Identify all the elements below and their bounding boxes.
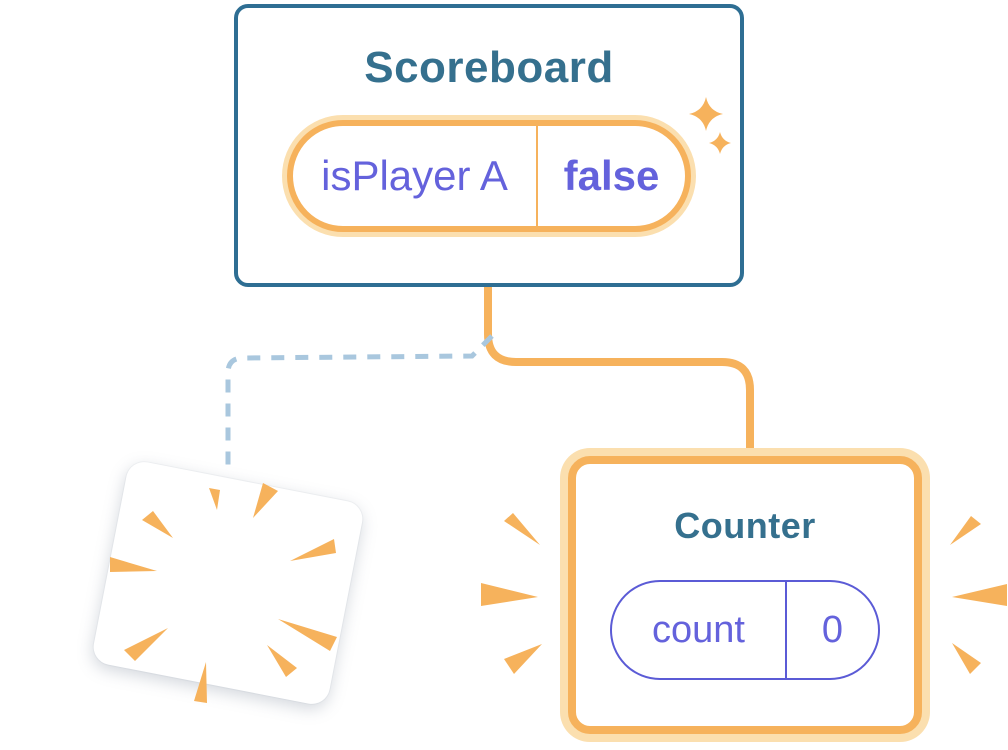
- counter-component-card: Counter count 0: [568, 456, 922, 734]
- burst-rays-right-icon: [950, 516, 1007, 674]
- scoreboard-title: Scoreboard: [364, 43, 614, 92]
- poof-card: [90, 458, 366, 708]
- state-key: count: [652, 608, 745, 651]
- state-key: isPlayer A: [321, 152, 508, 199]
- scoreboard-component-card: Scoreboard isPlayer A false: [234, 4, 744, 287]
- pill-divider: [536, 126, 538, 226]
- solid-connector-line: [484, 286, 754, 458]
- counter-title: Counter: [674, 505, 816, 546]
- pill-divider: [785, 582, 787, 678]
- scoreboard-state-pill: isPlayer A false: [287, 120, 691, 232]
- state-value: false: [563, 152, 660, 199]
- burst-rays-left-icon: [481, 513, 542, 674]
- dashed-connector-line: [225, 334, 494, 468]
- counter-state-pill: count 0: [610, 580, 880, 680]
- state-value: 0: [821, 608, 844, 651]
